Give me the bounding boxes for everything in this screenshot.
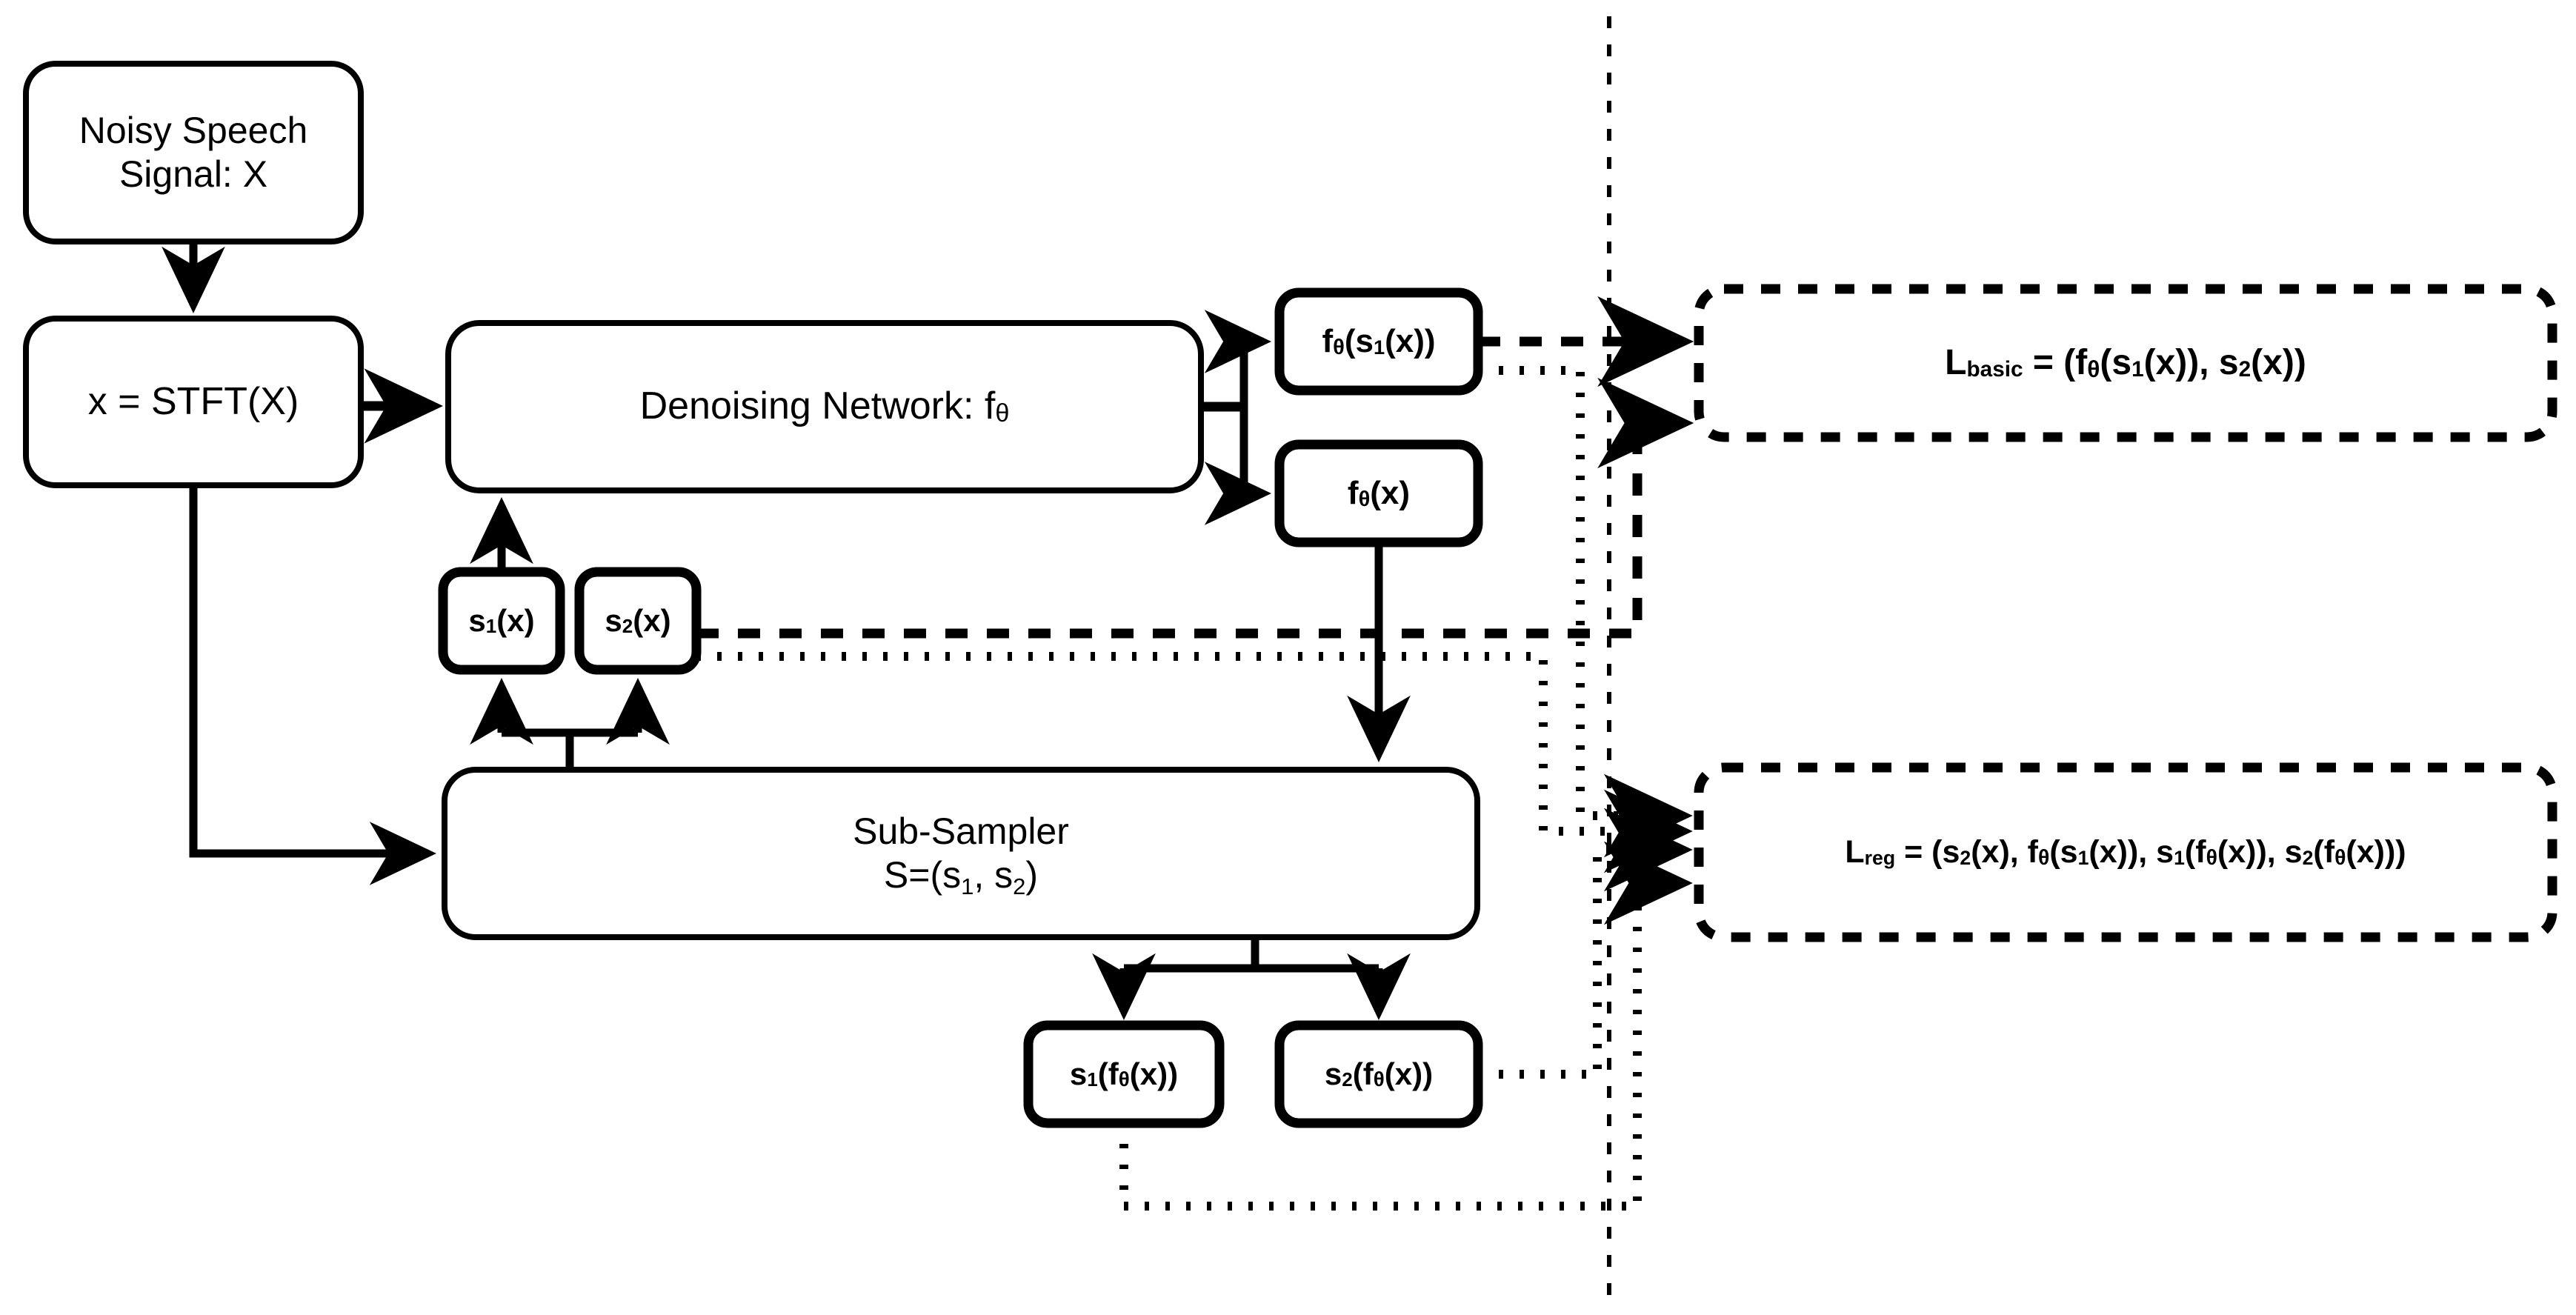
node-stft-box xyxy=(23,316,364,488)
edge-f-s1x-to-l-reg xyxy=(1478,366,1693,858)
node-f-s1x-box xyxy=(1274,287,1483,396)
node-s1-fx-box xyxy=(1023,1020,1225,1128)
node-f-x-box xyxy=(1274,439,1483,547)
node-noisy-speech-box xyxy=(23,61,364,244)
edge-s2x-to-l-reg xyxy=(696,652,1693,873)
edge-s2x-to-l-basic xyxy=(696,377,1694,639)
node-s2x-box xyxy=(574,567,702,675)
node-s2-fx-box xyxy=(1274,1020,1483,1128)
node-subsampler-box xyxy=(442,767,1480,940)
node-denoiser-box xyxy=(445,320,1204,493)
edge-s2-fx-to-l-reg xyxy=(1478,808,1693,1079)
edge-stft-to-subsampler xyxy=(189,485,437,885)
node-l-reg-box xyxy=(1694,762,2557,942)
node-s1x-box xyxy=(438,567,565,675)
edge-denoiser-to-f-x xyxy=(1204,407,1272,525)
edge-denoiser-to-f-s1x xyxy=(1204,310,1272,407)
node-l-basic-box xyxy=(1694,284,2557,442)
edge-s1-fx-to-l-reg xyxy=(1119,841,1693,1211)
